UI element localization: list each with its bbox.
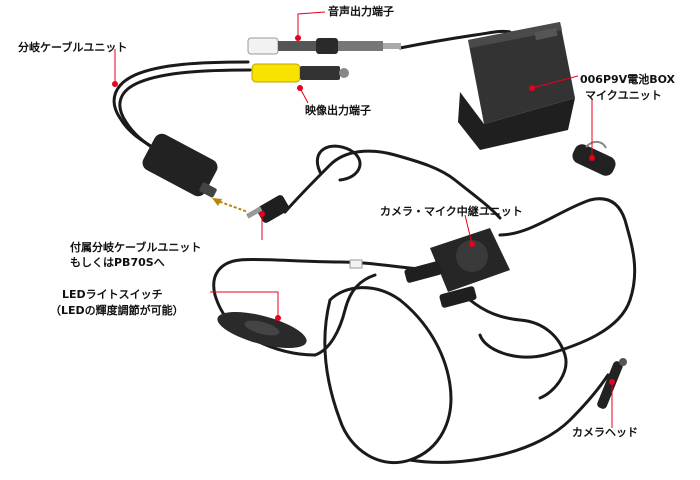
led-switch-cable [313, 273, 377, 357]
callout-lines [114, 11, 613, 428]
plug-2-5mm [246, 195, 290, 223]
callout-dots [112, 35, 615, 385]
rca-yellow-tip [339, 68, 349, 78]
rca-connectors [247, 37, 401, 83]
label-audio-out: 音声出力端子 [328, 5, 394, 18]
led-switch [217, 311, 307, 349]
label-included-split-line1: 付属分岐ケーブルユニット [70, 241, 202, 254]
camera-cable-coil [323, 286, 453, 465]
label-split-cable: 分岐ケーブルユニット [18, 41, 128, 54]
connect-arrow [212, 198, 249, 213]
cable-tag [349, 259, 363, 269]
battery-box [458, 22, 575, 150]
label-included-split-line2: もしくはPB70Sへ [70, 256, 165, 269]
audio-connector-pin [383, 43, 401, 49]
relay-lower-cable [468, 298, 568, 400]
audio-connector-tip [338, 41, 383, 51]
split-cable [112, 60, 250, 154]
label-led-switch-line1: LEDライトスイッチ [62, 288, 163, 301]
label-video-out: 映像出力端子 [305, 104, 371, 117]
label-camera-head: カメラヘッド [572, 426, 638, 439]
camera-cable [408, 373, 610, 464]
audio-connector-body [316, 38, 338, 54]
rca-yellow-sleeve [300, 66, 340, 80]
battery-cable [398, 29, 512, 50]
split-cable-block [142, 133, 218, 198]
rca-yellow-plug [251, 63, 301, 83]
plug-cable-loop [315, 144, 362, 182]
relay-unit [349, 228, 510, 308]
split-cable-strand [118, 68, 252, 158]
label-camera-mic-relay: カメラ・マイク中継ユニット [380, 205, 523, 218]
rca-white-sleeve [278, 41, 316, 51]
label-led-switch-line2: （LEDの輝度調節が可能） [50, 304, 184, 317]
led-cable [212, 257, 434, 357]
camera-head [597, 358, 627, 409]
mic-cable [478, 197, 637, 359]
label-mic-unit: マイクユニット [585, 89, 662, 102]
label-battery-box: 006P9V電池BOX [580, 73, 676, 86]
plug-cable [283, 149, 502, 220]
rca-white-plug [247, 37, 279, 55]
